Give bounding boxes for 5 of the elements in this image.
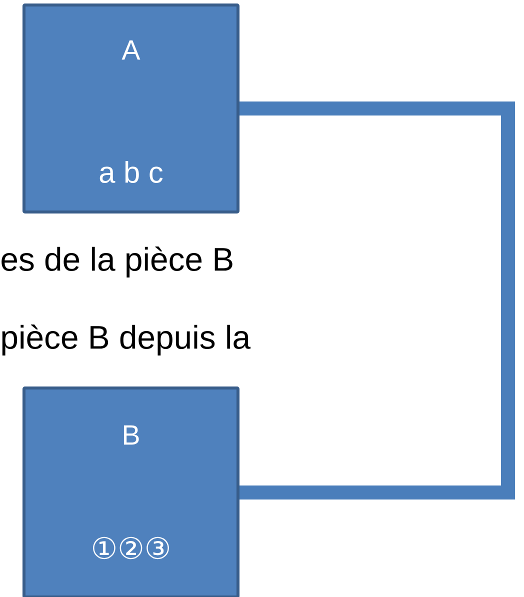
part-box: B ①②③ bbox=[22, 386, 240, 597]
caption-text: pièce B depuis la bbox=[2, 324, 251, 356]
connector-line bbox=[240, 102, 515, 500]
caption-text: es de la pièce B bbox=[2, 246, 232, 278]
part-box: A a b c bbox=[22, 4, 240, 214]
